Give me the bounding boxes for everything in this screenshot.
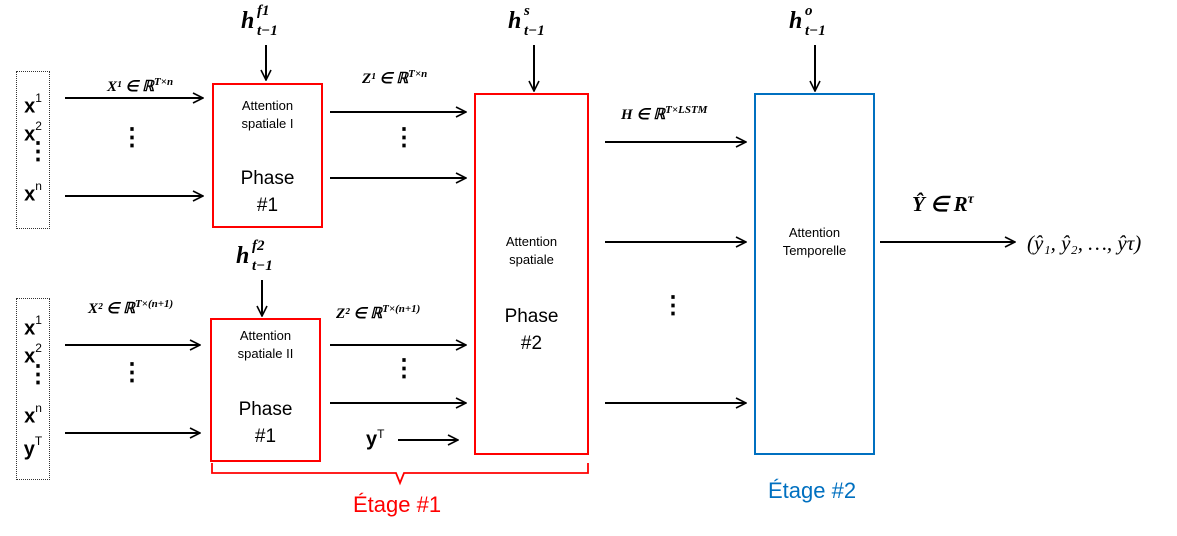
input-ellipsis-icon: ⋮	[26, 138, 50, 165]
hidden-state-hs: h s t−1	[508, 3, 545, 39]
label-z2: Z² ∈ ℝT×(n+1)	[336, 303, 421, 322]
label-z1: Z¹ ∈ ℝT×n	[362, 68, 428, 87]
attention-spatiale-2-box: Attention spatiale II Phase #1	[210, 318, 321, 462]
input-x2: x2	[24, 341, 42, 368]
input-x1: x1	[24, 91, 42, 118]
input-x1: x1	[24, 313, 42, 340]
label-yT: yT	[366, 427, 385, 451]
input-group-1: x1 x2 ⋮ xn	[16, 71, 50, 229]
box-title: Attention Temporelle	[782, 225, 847, 258]
attention-spatiale-1-box: Attention spatiale I Phase #1	[212, 83, 323, 228]
input-yT: yT	[23, 434, 43, 461]
input-xn: xn	[24, 401, 42, 428]
label-h: H ∈ ℝT×LSTM	[621, 104, 708, 123]
box-title: Attention spatiale I	[241, 98, 294, 131]
ellipsis-icon: ⋮	[120, 124, 144, 151]
hidden-state-hf1: h f1 t−1	[241, 3, 278, 39]
box-phase: Phase #1	[240, 168, 295, 216]
attention-spatiale-box: Attention spatiale Phase #2	[474, 93, 589, 455]
ellipsis-icon: ⋮	[392, 124, 416, 151]
input-ellipsis-icon: ⋮	[26, 361, 50, 388]
hidden-state-hf2: h f2 t−1	[236, 238, 273, 274]
hidden-state-ho: h o t−1	[789, 3, 826, 39]
stage-1-label: Étage #1	[353, 492, 442, 517]
stage-2-label: Étage #2	[768, 478, 857, 503]
box-phase: Phase #2	[504, 306, 559, 354]
label-y-hat: Ŷ ∈ Rτ	[912, 192, 974, 216]
box-title: Attention spatiale	[505, 234, 558, 267]
label-x1: X¹ ∈ ℝT×n	[107, 76, 174, 95]
output-sequence: (ŷ₁, ŷ₂, …, ŷτ)	[1027, 231, 1142, 255]
ellipsis-icon: ⋮	[661, 292, 685, 319]
box-phase: Phase #1	[238, 399, 293, 447]
box-title: Attention spatiale II	[237, 328, 294, 361]
ellipsis-icon: ⋮	[120, 359, 144, 386]
ellipsis-icon: ⋮	[392, 355, 416, 382]
stage1-brace	[211, 463, 589, 486]
input-x2: x2	[24, 119, 42, 146]
label-x2: X² ∈ ℝT×(n+1)	[88, 298, 174, 317]
input-xn: xn	[24, 179, 42, 206]
input-group-2: x1 x2 ⋮ xn yT	[16, 298, 50, 480]
attention-temporelle-box: Attention Temporelle	[754, 93, 875, 455]
